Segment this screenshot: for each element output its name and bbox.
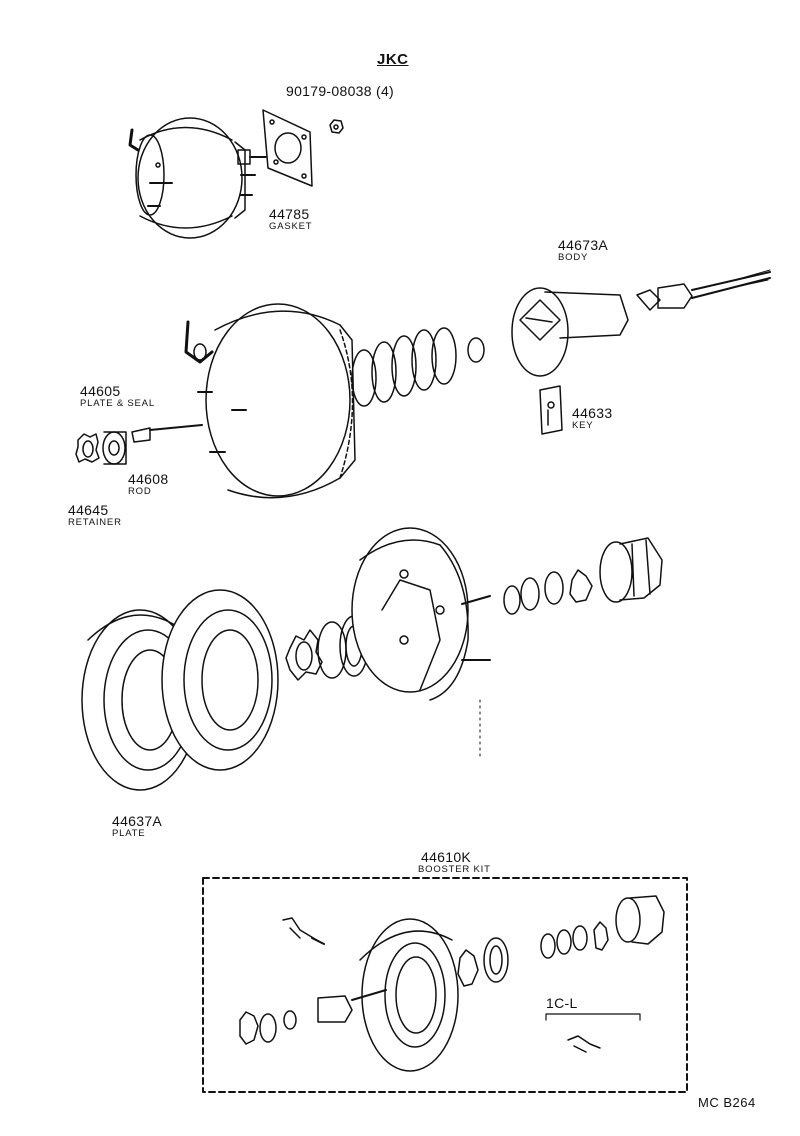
push-rod-drawing — [636, 269, 771, 311]
label-gasket-number: 44785 — [269, 206, 310, 222]
middle-booster-drawing — [131, 303, 356, 499]
valve-body-drawing — [511, 287, 629, 377]
label-plate-number: 44637A — [112, 813, 163, 829]
small-seals-row — [503, 569, 593, 615]
label-body-number: 44673A — [558, 237, 609, 253]
kit-parts-drawing — [239, 895, 665, 1072]
label-sub-model: 1C-L — [546, 995, 578, 1011]
boot-drawing — [599, 537, 663, 603]
diagram-code: MC B264 — [698, 1095, 756, 1110]
large-plate-rear — [161, 589, 279, 771]
label-gasket: GASKET — [269, 221, 313, 232]
key-drawing — [539, 385, 563, 435]
small-booster-drawing — [128, 117, 267, 239]
rear-shell-drawing — [351, 527, 491, 701]
retainer-drawing — [75, 433, 100, 463]
label-retainer-number: 44645 — [68, 502, 109, 518]
label-plate-seal: PLATE & SEAL — [80, 398, 155, 409]
label-rod: ROD — [128, 486, 152, 497]
label-key: KEY — [572, 420, 594, 431]
label-retainer: RETAINER — [68, 517, 122, 528]
gasket-drawing — [262, 109, 313, 187]
label-key-number: 44633 — [572, 405, 613, 421]
label-rod-number: 44608 — [128, 471, 169, 487]
label-plate-seal-number: 44605 — [80, 383, 121, 399]
label-kit: BOOSTER KIT — [418, 864, 491, 875]
label-plate: PLATE — [112, 828, 146, 839]
label-nut-number: 90179-08038 (4) — [286, 83, 395, 99]
spring-drawing — [351, 327, 457, 407]
label-kit-number: 44610K — [421, 849, 472, 865]
plate-seal-drawing — [102, 431, 127, 465]
small-seal-drawing — [467, 337, 485, 363]
booster-kit-box — [202, 877, 688, 1093]
serrated-ring-drawing — [285, 629, 323, 681]
nut-drawing — [329, 119, 344, 134]
label-body: BODY — [558, 252, 589, 263]
diagram-title: JKC — [377, 51, 409, 68]
